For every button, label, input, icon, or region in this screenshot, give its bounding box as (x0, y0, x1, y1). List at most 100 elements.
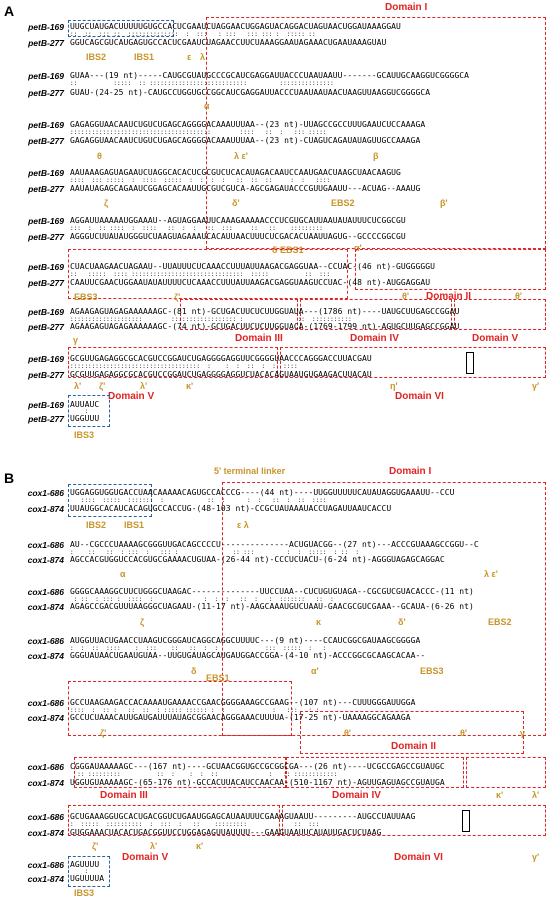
pairing-dots: ::::::::::::::::::::::::::::::::::::::: … (70, 129, 327, 136)
ibs3-label: IBS3 (74, 430, 95, 440)
sequence-line: UGUUUUA (70, 874, 105, 883)
panel-b-domain-4-label: Domain IV (332, 790, 381, 801)
pairing-dots: :::: ::::: ::::::: : :: : : : :: : :: ::… (70, 497, 327, 504)
theta-prime-label: θ' (402, 291, 410, 301)
sequence-line: AGCCACGUGGUCCACGUGCGAAAACUGUAA-(26-44 nt… (70, 555, 445, 564)
gene-label: petB-277 (28, 88, 64, 98)
pairing-dots: :: ::::: :::: ::::::::::::::::::::::::::… (70, 271, 331, 278)
lambda-prime-label-2: λ' (150, 841, 158, 851)
gene-label: petB-277 (28, 322, 64, 332)
sequence-line: UGGUGUAAAAAGC-(65-176 nt)-GCCACUUACAUCCA… (70, 778, 445, 787)
sequence-line: GUAU-(24-25 nt)-CAUGCCUGGUGCCGGCAUCGAGGA… (70, 88, 431, 97)
ebs2-label: EBS2 (331, 198, 355, 208)
gamma-label: γ (520, 728, 526, 738)
pairing-dots: : ::::: :::::::::: : ::: : :: ::::::::: … (70, 821, 320, 828)
sequence-line: AUGGUUACUGAACCUAAGUCGGGAUCAGGCAGGCUUUUC-… (70, 636, 421, 645)
sequence-line: AUUAUC (70, 400, 100, 409)
panel-b-domain-6-label: Domain VI (394, 852, 443, 863)
pairing-dots: :::: ::: ::::: : :::: ::::: : : : : :: :… (70, 177, 331, 184)
theta-label: θ (97, 151, 102, 161)
panel-b-domain-3-box (74, 757, 286, 788)
gene-label: petB-277 (28, 184, 64, 194)
gene-label: cox1-686 (27, 587, 64, 597)
gene-label: petB-277 (28, 370, 64, 380)
sequence-line: AAUAUAGAGCAGAAUCGGAGCACAAUUGCGUCGUCA-AGC… (70, 184, 421, 193)
lambda-prime-label: λ' (532, 790, 540, 800)
gene-label: petB-169 (28, 262, 64, 272)
gene-label: petB-169 (28, 22, 64, 32)
sequence-line: GUAA---(19 nt)-----CAUGCGUAUGCCCGCAUCGAG… (70, 71, 470, 80)
pairing-dots: :: ::::::::: :: : : : :: : :: ::::::::::… (70, 771, 338, 778)
pairing-dots: : : :: :::: : ::: :: :: : : ::: ::::: : … (70, 645, 327, 652)
pairing-dots: :: ::::: :: ::::::::::::::::::::::::::: … (70, 80, 334, 87)
pairing-dots: : :: : ::: : :::: : : : : :: : : :::::::… (70, 596, 334, 603)
kappa-label: κ (316, 617, 322, 627)
panel-b-highlight-box (462, 810, 470, 832)
panel-b-domain-5-box (466, 757, 546, 788)
panel-a-domain-5-label: Domain V (472, 333, 519, 344)
panel-a-domain-1-tail-box (68, 249, 348, 299)
zeta-prime-label-2: ζ' (99, 381, 106, 391)
panel-b-label: B (4, 470, 15, 486)
sequence-line: GCGUUGAGAGGCGCACGUCCGGAUCUGAGGGGAGGUUCGG… (70, 354, 372, 363)
panel-b-domain-2-box (300, 711, 524, 754)
gene-label: cox1-874 (27, 713, 64, 723)
kappa-prime-label: κ' (186, 381, 194, 391)
panel-a-domain-4-box (300, 299, 452, 330)
panel-b-domain-1-label: Domain I (389, 466, 432, 477)
pairing-dots: : :: :: : ::: : ::: : :: ::: : : ::::: :… (70, 549, 359, 556)
gene-label: cox1-874 (27, 828, 64, 838)
gene-label: cox1-874 (27, 504, 64, 514)
panel-a-domain-3-box (180, 299, 298, 330)
pairing-dots: :: :: ::: :: :::::::::::::: : ::: : ::: … (70, 31, 316, 38)
gene-label: cox1-874 (27, 555, 64, 565)
sequence-line: GGUCAGCGUCAUGAGUGCCACUCGAAUCUAGAACCUUCUA… (70, 38, 387, 47)
sequence-line: AGGGUCUUAUAUGGGUCUAAGUAGAAAUCACAUUAACUUU… (70, 232, 406, 241)
eta-prime-label: η' (390, 381, 398, 391)
gene-label: cox1-686 (27, 698, 64, 708)
gene-label: cox1-686 (27, 860, 64, 870)
panel-a-highlight-box (466, 352, 474, 374)
sequence-line: UGGUUU (70, 414, 100, 423)
sequence-line: CUACUAAGAACUAGAAU--UUAUUUCUCAAACCUUUAUUA… (70, 262, 435, 271)
gene-label: cox1-874 (27, 602, 64, 612)
pairing-dots: :::::::::::::::::::::::::::::::::::: : :… (70, 363, 298, 370)
panel-a-domain-2-box (355, 249, 546, 290)
ibs2-label: IBS2 (86, 520, 107, 530)
ibs2-label: IBS2 (86, 52, 107, 62)
panel-a-ibs3-box (68, 395, 110, 427)
gamma-prime-label: γ' (532, 381, 540, 391)
lambda-prime-label: λ' (74, 381, 82, 391)
sequence-line: AGAGCCGACGUUUAAGGGCUAGAAU-(11-17 nt)-AAG… (70, 602, 474, 611)
lambda-prime-label-2: λ' (140, 381, 148, 391)
ibs1-label: IBS1 (124, 520, 145, 530)
sequence-line: AU--CGCCCUAAAAGCGGGUUGACAGCCCCU---------… (70, 540, 479, 549)
gamma-prime-label: γ' (532, 852, 540, 862)
sequence-line: GCCUAAGAAGACCACAAAAUGAAAACCGAACGGGGAAAGC… (70, 698, 416, 707)
gene-label: petB-169 (28, 120, 64, 130)
panel-a-domain-1-box (206, 17, 546, 249)
sequence-line: GAGAGGUAACAAUCUGUCUGAGCAGGGGACAAAUUUAA--… (70, 120, 426, 129)
theta-prime-label: θ' (344, 728, 352, 738)
sequence-line: CGGGAUAAAAAGC---(167 nt)----GCUAACGGUGCC… (70, 762, 445, 771)
pairing-dots: :::: : :: : :: :: : ::::: :::::: : : : :… (70, 707, 320, 714)
pairing-dots: : (70, 868, 89, 875)
gene-label: petB-277 (28, 278, 64, 288)
delta-ebs1-label: δ EBS1 (272, 245, 304, 255)
delta-label: δ (191, 666, 197, 676)
sequence-line: UUGCUAUGACUUUUUGUGCCACUCGAAUCUAGGAACUGGA… (70, 22, 401, 31)
alpha-label: α (120, 569, 126, 579)
sequence-line: CAAUUCGAACUGGAAUAUAUUUUCUCAAACCUUUAUUAAG… (70, 278, 431, 287)
theta-prime-label-2: θ' (515, 291, 523, 301)
panel-a-domain-5b-label: Domain V (108, 391, 155, 402)
panel-a-ibs-box (68, 20, 174, 37)
sequence-line: GCUGAAAGGUGCACUGACGGUCUGAAUGGAGCAUAAUUUC… (70, 812, 416, 821)
gene-label: petB-169 (28, 216, 64, 226)
alpha-prime-label: α' (311, 666, 319, 676)
sequence-line: GCCUCUAAACAUUGAUGAUUUAUAGCGGAACAGGGAAACU… (70, 713, 411, 722)
panel-b-ibs-box (68, 484, 152, 517)
ibs3-label: IBS3 (74, 888, 95, 898)
ibs1-label: IBS1 (134, 52, 155, 62)
gene-label: petB-277 (28, 232, 64, 242)
sequence-line: GCGUUGAGAGGCGCACGUCCGGAUCUGAGGGGAGGUCUAC… (70, 370, 372, 379)
